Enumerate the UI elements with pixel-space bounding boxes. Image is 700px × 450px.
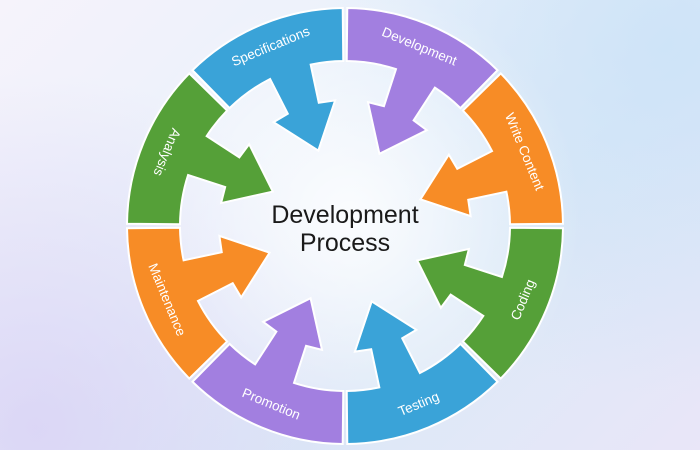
segment-maintenance: Maintenance (125, 226, 272, 380)
segment-promotion: Promotion (191, 296, 345, 446)
arrow-icon (125, 226, 272, 380)
arrow-icon (345, 299, 499, 446)
segment-analysis: Analysis (125, 72, 275, 226)
arrow-icon (191, 6, 345, 153)
arrow-icon (418, 72, 565, 226)
arrow-icon (345, 6, 499, 156)
segment-coding: Coding (415, 226, 565, 380)
segment-development: Development (345, 6, 499, 156)
segment-specifications: Specifications (191, 6, 345, 153)
segment-testing: Testing (345, 299, 499, 446)
center-title-line1: Development (271, 201, 418, 229)
arrow-icon (191, 296, 345, 446)
center-title: Development Process (271, 201, 418, 257)
arrow-icon (125, 72, 275, 226)
arrow-icon (415, 226, 565, 380)
segment-write-content: Write Content (418, 72, 565, 226)
center-title-line2: Process (300, 229, 390, 257)
